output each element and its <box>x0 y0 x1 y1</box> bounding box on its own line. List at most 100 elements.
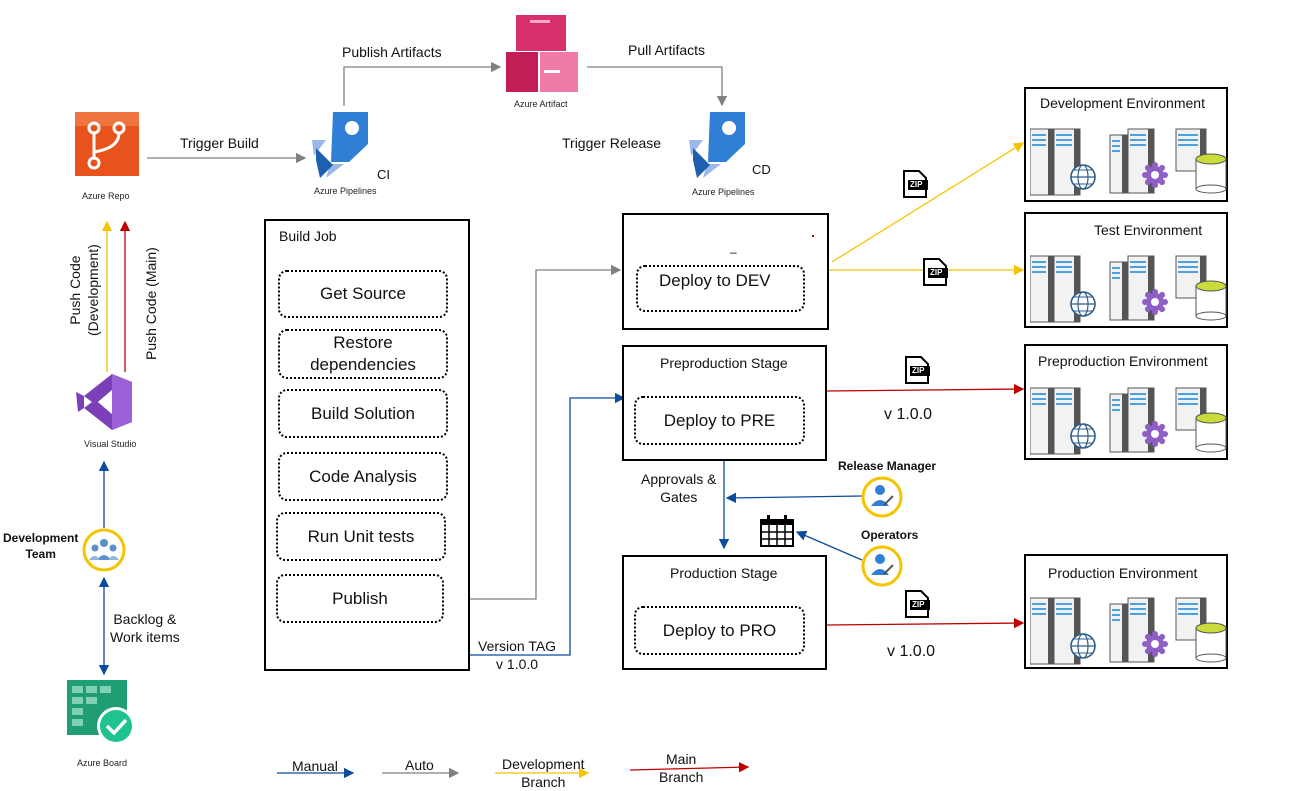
ci-label: CI <box>377 167 390 182</box>
operators-arrow <box>795 530 863 561</box>
test-environment-box: Test Environment <box>1024 212 1228 328</box>
gear-icon <box>1142 421 1168 447</box>
server-rack-icon <box>1030 128 1227 196</box>
legend-manual-label: Manual <box>292 758 338 774</box>
zip-icon: ZIP <box>922 258 948 286</box>
server-rack-icon <box>1030 597 1227 665</box>
globe-icon <box>1070 633 1096 659</box>
database-icon <box>1195 153 1227 194</box>
server-icon <box>1030 597 1055 665</box>
server-icon <box>1175 128 1207 172</box>
server-icon <box>1109 134 1129 194</box>
legend-development-label: Development Branch <box>502 756 585 790</box>
visual-studio-label: Visual Studio <box>84 439 137 449</box>
zip-icon: ZIP <box>904 356 930 384</box>
database-icon <box>1195 280 1227 321</box>
legend-main-label: Main Branch <box>659 751 704 785</box>
azure-pipelines-ci-icon <box>312 112 368 178</box>
gear-icon <box>1142 289 1168 315</box>
gear-icon <box>1142 631 1168 657</box>
trigger-release-label: Trigger Release <box>562 135 662 151</box>
dev-to-devenv-arrow <box>831 142 1025 263</box>
deploy-to-dev: Deploy to DEV <box>636 265 805 312</box>
push-code-dev-label: Push Code (Development) <box>67 244 101 336</box>
server-icon <box>1030 255 1055 323</box>
operators-label: Operators <box>861 528 919 542</box>
dev-environment-title: Development Environment <box>1040 95 1205 111</box>
trigger-build-label: Trigger Build <box>180 135 259 151</box>
visual-studio-icon <box>76 374 132 430</box>
server-icon <box>1053 597 1081 665</box>
development-team-icon <box>82 528 126 572</box>
release-manager-label: Release Manager <box>838 459 937 473</box>
legend-main-arrow <box>629 762 750 773</box>
server-icon <box>1109 393 1129 453</box>
pre-to-preenv-arrow <box>826 383 1025 395</box>
azure-pipelines-cd-icon <box>689 112 745 178</box>
zip-label: ZIP <box>912 366 925 375</box>
step-code-analysis: Code Analysis <box>278 452 448 501</box>
zip-label: ZIP <box>930 268 943 277</box>
azure-board-label: Azure Board <box>77 758 128 768</box>
azure-repo-label: Azure Repo <box>82 191 130 201</box>
server-icon <box>1127 255 1155 321</box>
dev-red-mark <box>812 235 814 237</box>
server-rack-icon <box>1030 255 1227 323</box>
database-icon <box>1195 412 1227 453</box>
zip-icon: ZIP <box>904 590 930 618</box>
pre-stage-title: Preproduction Stage <box>660 355 788 371</box>
database-icon <box>1195 622 1227 663</box>
gear-icon <box>1142 162 1168 188</box>
approvals-label: Approvals & Gates <box>641 471 717 505</box>
pro-environment-box: Production Environment <box>1024 554 1228 669</box>
azure-pipelines-ci-label: Azure Pipelines <box>314 186 377 196</box>
backlog-label: Backlog & Work items <box>110 611 180 645</box>
zip-label: ZIP <box>912 600 925 609</box>
azure-artifact-icon <box>506 15 578 92</box>
step-build-solution: Build Solution <box>278 389 448 438</box>
pre-environment-title: Preproduction Environment <box>1038 353 1208 369</box>
push-code-main-label: Push Code (Main) <box>143 247 159 360</box>
step-publish: Publish <box>276 574 444 623</box>
server-icon <box>1109 603 1129 663</box>
pull-artifacts-arrow <box>587 66 728 107</box>
globe-icon <box>1070 164 1096 190</box>
version-pre-label: v 1.0.0 <box>884 406 933 423</box>
release-manager-arrow <box>725 492 863 504</box>
cd-label: CD <box>752 162 771 177</box>
step-get-source: Get Source <box>278 270 448 318</box>
pro-environment-title: Production Environment <box>1048 565 1198 581</box>
deploy-to-pro: Deploy to PRO <box>634 606 805 655</box>
version-pro-label: v 1.0.0 <box>887 643 936 660</box>
azure-pipelines-cd-label: Azure Pipelines <box>692 187 755 197</box>
server-icon <box>1030 128 1055 196</box>
dev-environment-box: Development Environment <box>1024 87 1228 202</box>
publish-artifacts-arrow <box>343 61 502 106</box>
azure-artifact-label: Azure Artifact <box>514 99 568 109</box>
azure-board-icon <box>67 680 135 745</box>
calendar-icon <box>760 515 794 547</box>
build-job-title: Build Job <box>279 228 337 244</box>
pull-artifacts-label: Pull Artifacts <box>628 42 706 58</box>
pro-to-proenv-arrow <box>826 617 1025 629</box>
server-icon <box>1109 261 1129 321</box>
zip-label: ZIP <box>910 180 923 189</box>
publish-artifacts-label: Publish Artifacts <box>342 44 442 60</box>
pre-environment-box: Preproduction Environment <box>1024 344 1228 460</box>
test-environment-title: Test Environment <box>1094 222 1203 238</box>
deploy-to-pre: Deploy to PRE <box>634 396 805 445</box>
legend-auto-label: Auto <box>405 757 434 773</box>
step-run-unit-tests: Run Unit tests <box>276 512 446 561</box>
development-team-label: Development Team <box>3 531 79 561</box>
version-tag-label: Version TAG v 1.0.0 <box>478 638 557 672</box>
operators-icon <box>861 545 903 587</box>
publish-to-dev-arrow <box>443 264 622 600</box>
step-restore-dependencies: Restore dependencies <box>278 329 448 379</box>
dev-dash: – <box>730 245 737 259</box>
server-icon <box>1127 597 1155 663</box>
zip-icon: ZIP <box>902 170 928 198</box>
server-rack-icon <box>1030 387 1227 455</box>
globe-icon <box>1070 291 1096 317</box>
server-icon <box>1053 387 1081 455</box>
